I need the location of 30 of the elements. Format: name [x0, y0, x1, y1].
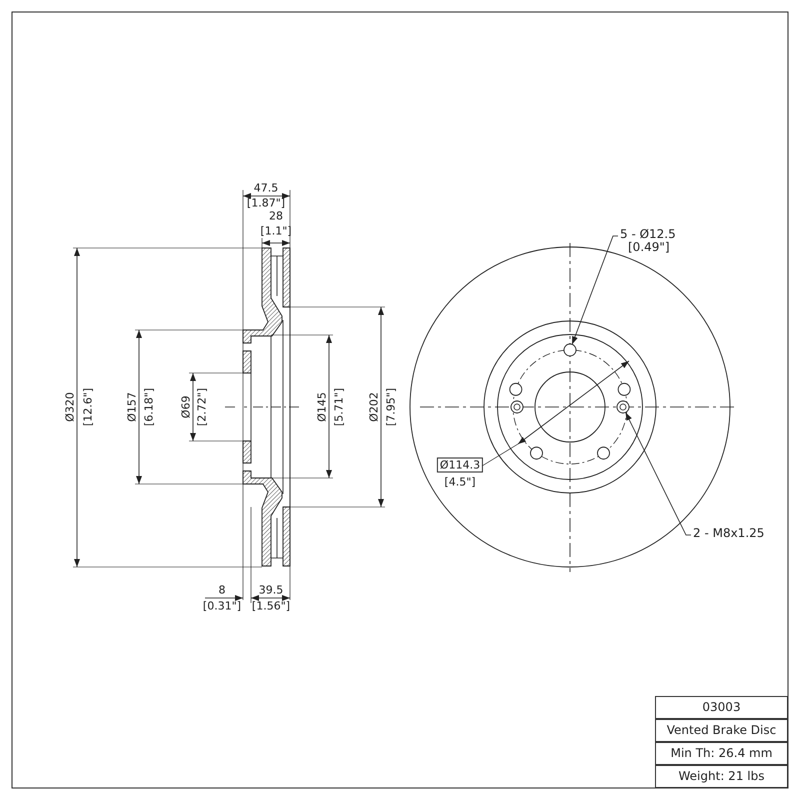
callout-text: 5 - Ø12.5 [620, 228, 676, 241]
dimension-value: [6.18"] [142, 388, 156, 426]
dimension-value: [2.72"] [196, 388, 208, 426]
threaded-hole [616, 400, 630, 414]
dimension-value: [7.95"] [384, 388, 398, 426]
title-block-cell: Vented Brake Disc [655, 719, 788, 742]
callout-text: 2 - M8x1.25 [693, 527, 764, 540]
dimension-value: [5.71"] [332, 388, 346, 426]
leader-line [572, 236, 618, 345]
dimension-value: [12.6"] [82, 388, 94, 426]
dimension-value: [1.56"] [252, 600, 290, 612]
dimension-value: [4.5"] [444, 476, 476, 488]
title-block-cell: Min Th: 26.4 mm [655, 742, 788, 765]
dimension-value: Ø320 [64, 392, 76, 422]
callout-text: [0.49"] [628, 241, 671, 254]
dimension-value: 28 [269, 210, 283, 222]
dimension-value: 39.5 [258, 584, 284, 596]
dimension-value: Ø114.3 [436, 458, 484, 472]
dimension-value: [1.87"] [246, 196, 286, 210]
title-block-cell: 03003 [655, 696, 788, 719]
dimension-value: 47.5 [254, 182, 278, 194]
dimension-value: [0.31"] [202, 600, 242, 612]
dimension-value: 8 [218, 584, 226, 596]
title-block-cell: Weight: 21 lbs [655, 765, 788, 788]
leader-line [625, 412, 692, 536]
dimension-value: Ø69 [180, 396, 192, 418]
bolt-hole [564, 344, 576, 356]
dimension-value: Ø145 [316, 392, 328, 422]
dimension-value: Ø157 [126, 392, 138, 422]
dimension-value: Ø202 [368, 392, 380, 422]
